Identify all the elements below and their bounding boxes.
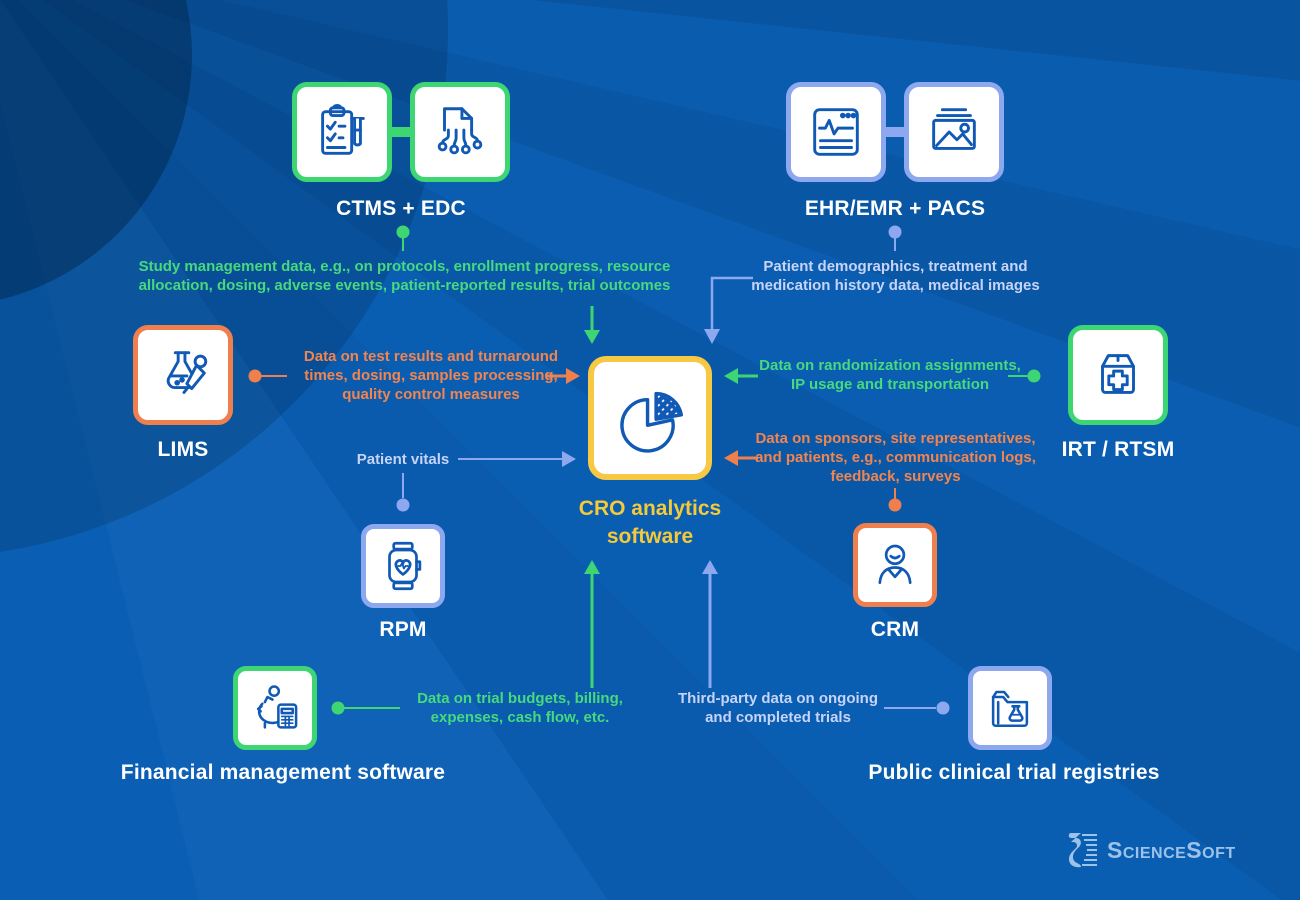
pie-chart-icon	[620, 391, 684, 453]
person-icon	[878, 544, 912, 585]
medical-supply-box-icon	[1101, 354, 1135, 394]
folder-flask-icon	[991, 690, 1029, 727]
ehr-chart-icon	[813, 108, 859, 156]
crm-flow-text: Data on sponsors, site representatives, …	[755, 430, 1036, 485]
sciencesoft-logo-text: ScienceSoft	[1107, 836, 1236, 863]
lims-icon-card	[133, 325, 233, 425]
financial-flow-text: Data on trial budgets, billing, expenses…	[417, 690, 623, 726]
clipboard-checklist-icon	[321, 103, 365, 155]
ehr-icon-card	[786, 82, 886, 182]
financial-label: Financial management software	[120, 761, 446, 784]
registries-flow-text: Third-party data on ongoing and complete…	[678, 690, 878, 726]
ehr-pacs-label: EHR/EMR + PACS	[804, 197, 986, 220]
rpm-icon-card	[361, 524, 445, 608]
document-network-icon	[437, 107, 483, 155]
pacs-icon-card	[904, 82, 1004, 182]
ctms-flow-text: Study management data, e.g., on protocol…	[138, 258, 671, 294]
ctms-icon-card	[292, 82, 392, 182]
flask-dropper-icon	[166, 351, 208, 394]
rpm-label: RPM	[379, 618, 427, 641]
medical-images-icon	[932, 108, 976, 150]
piggy-bank-calculator-icon	[256, 685, 298, 729]
sciencesoft-logo-mark	[1068, 833, 1097, 868]
crm-icon-card	[853, 523, 937, 607]
ehr-pacs-link	[882, 127, 908, 137]
lims-flow-text: Data on test results and turnaround time…	[303, 348, 559, 403]
ehr-flow-text: Patient demographics, treatment and medi…	[751, 258, 1040, 294]
smartwatch-heart-icon	[388, 541, 422, 591]
irt-rtsm-label: IRT / RTSM	[1061, 438, 1175, 461]
ctms-edc-label: CTMS + EDC	[336, 197, 466, 220]
registries-icon-card	[968, 666, 1052, 750]
crm-label: CRM	[870, 618, 920, 641]
edc-icon-card	[410, 82, 510, 182]
cro-analytics-card	[588, 356, 712, 480]
sciencesoft-logo: ScienceSoft	[1068, 832, 1236, 868]
lims-label: LIMS	[157, 438, 209, 461]
ctms-edc-link	[388, 127, 414, 137]
financial-icon-card	[233, 666, 317, 750]
registries-label: Public clinical trial registries	[868, 761, 1160, 784]
cro-analytics-label: CRO analytics software	[578, 497, 722, 548]
irt-icon-card	[1068, 325, 1168, 425]
rpm-flow-text: Patient vitals	[356, 451, 450, 468]
irt-flow-text: Data on randomization assignments, IP us…	[759, 357, 1021, 393]
